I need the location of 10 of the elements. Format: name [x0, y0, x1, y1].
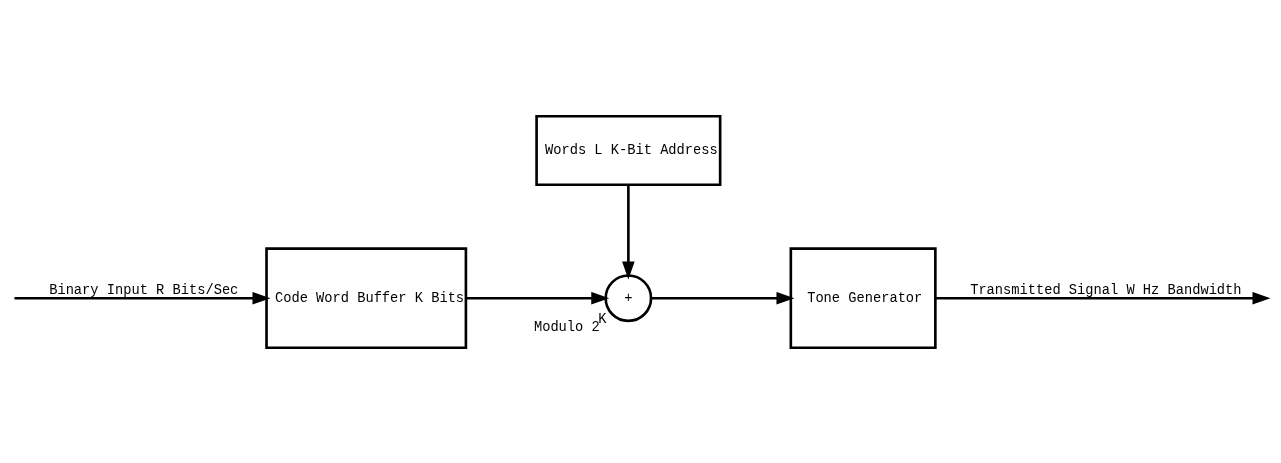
arrow — [465, 291, 610, 304]
node-box: Words L K-Bit Address — [535, 114, 722, 186]
edge-label: Binary Input R Bits/Sec — [49, 282, 239, 298]
arrow — [651, 291, 795, 304]
arrow — [14, 291, 271, 304]
arrow — [622, 184, 635, 279]
edge-label: Transmitted Signal W Hz Bandwidth — [970, 282, 1242, 298]
node-box: Code Word Buffer K Bits — [265, 246, 468, 349]
arrow — [935, 291, 1271, 304]
node-box: Tone Generator — [789, 246, 937, 349]
